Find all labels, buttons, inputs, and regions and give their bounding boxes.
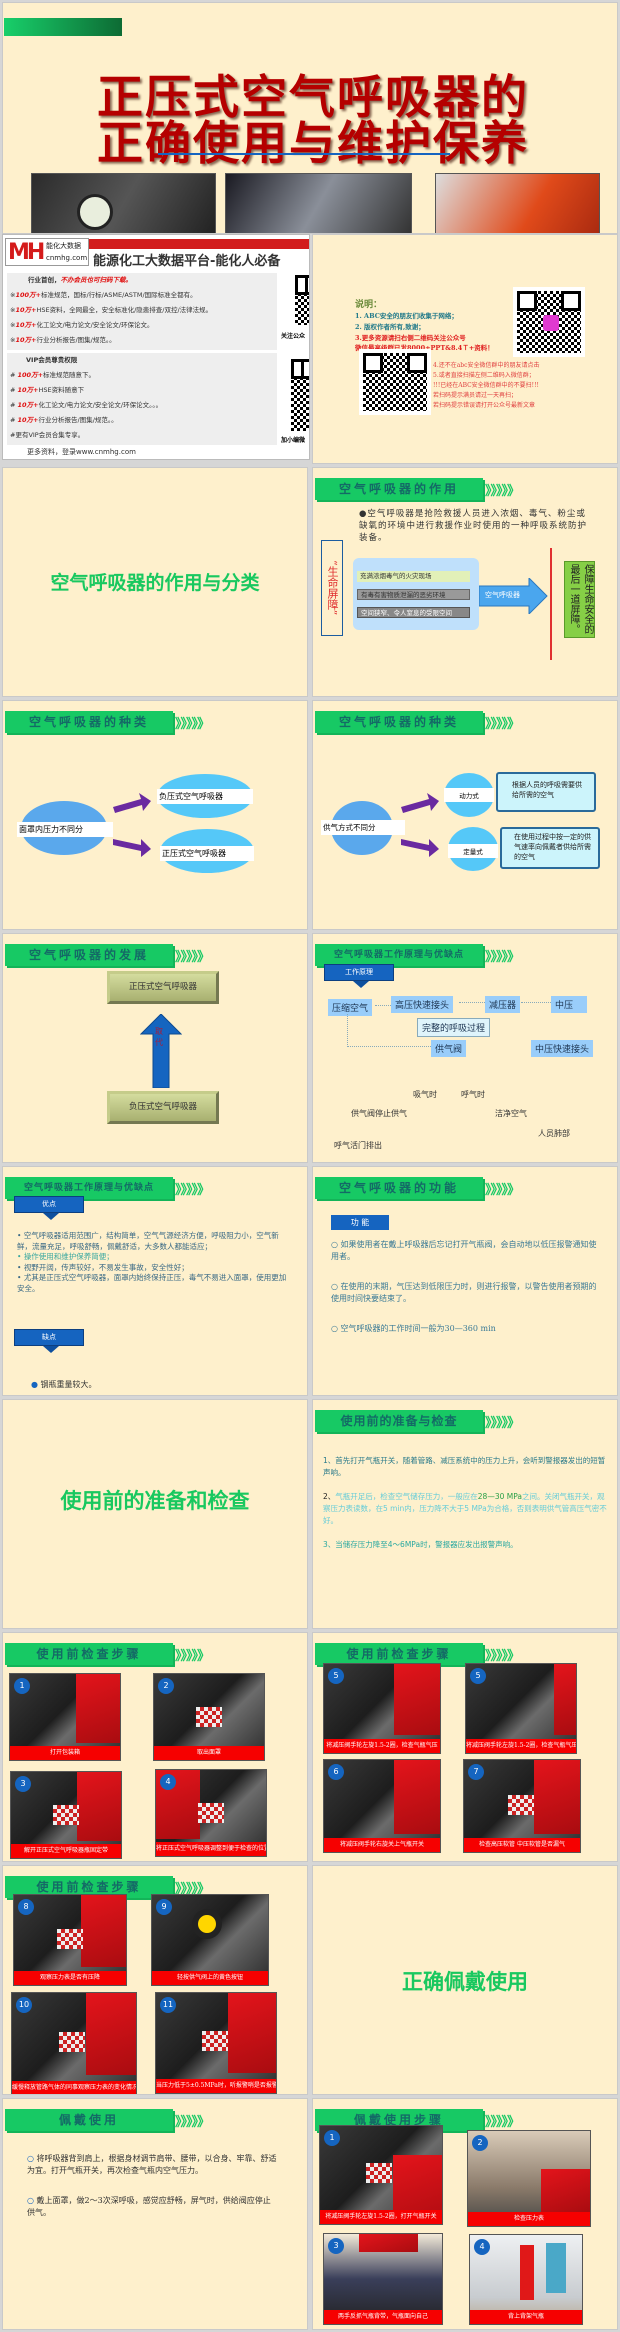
wearing-slide: 佩戴使用 》》》》》 ○ 将呼吸器背到肩上，根据身材调节肩带、腰带，以合身、牢靠… xyxy=(2,2098,308,2330)
notice-slide: 说明： 1. ABC安全的朋友们收集于网络； 2. 版权作者所有,致谢； 3.更… xyxy=(312,234,618,464)
preparation-check-slide: 使用前的准备与检查 》》》》》 1、首先打开气瓶开关，随着管路、减压系统中的压力… xyxy=(312,1399,618,1629)
function-slide: 空气呼吸器的功能 》》》》》 功 能 ○ 如果使用者在戴上呼吸器后忘记打开气瓶阀… xyxy=(312,1166,618,1396)
wechat-group-qr xyxy=(359,349,431,415)
ad-panel: MH 能化大数据 cnmhg.com 能源化工大数据平台-能化人必备 行业首创，… xyxy=(2,234,310,460)
types-by-pressure-slide: 空气呼吸器的种类 》》》》》 面罩内压力不同分 负压式空气呼吸器 正压式空气呼吸… xyxy=(2,700,308,930)
section-slide-wearing: 正确佩戴使用 xyxy=(312,1865,618,2095)
ad-banner: 能源化工大数据平台-能化人必备 xyxy=(93,254,281,269)
green-accent-bar xyxy=(4,18,122,36)
app-logo-icon xyxy=(543,315,559,331)
life-barrier-label: “生命屏障” xyxy=(321,540,343,636)
ad-section-2: VIP会员尊贵权限 # 100万+标准规范随意下。 # 10万+HSE资料随意下… xyxy=(7,353,277,445)
title-photo-gauge xyxy=(31,173,216,233)
arrow-right-icon xyxy=(479,578,548,614)
ad-logo: MH 能化大数据 cnmhg.com xyxy=(5,238,89,266)
development-slide: 空气呼吸器的发展 》》》》》 正压式空气呼吸器 取代 负压式空气呼吸器 xyxy=(2,933,308,1163)
ad-qr-code-2 xyxy=(291,359,309,431)
title-photo-valve xyxy=(225,173,412,233)
ad-red-bar xyxy=(89,239,309,249)
title-photo-cylinder xyxy=(435,173,600,233)
last-barrier-box: 保障生命安全的最后一道屏障。 xyxy=(564,561,595,638)
arrow-up-right-icon xyxy=(401,793,439,813)
principle-slide: 空气呼吸器工作原理与优缺点 》》》》》 工作原理 压缩空气 高压快速接头 减压器… xyxy=(312,933,618,1163)
types-by-supply-slide: 空气呼吸器的种类 》》》》》 供气方式不同分 动力式 定量式 根据人员的呼吸需要… xyxy=(312,700,618,930)
ad-section-1: 行业首创，不办会员也可扫码下载。 ※100万+标准规范，国标/行标/ASME/A… xyxy=(7,273,277,350)
role-slide: 空气呼吸器的作用 》》》》》 ●空气呼吸器是抢险救援人员进入浓烟、毒气、粉尘或缺… xyxy=(312,467,618,697)
section-slide-role-and-types: 空气呼吸器的作用与分类 xyxy=(2,467,308,697)
arrow-up-right-icon xyxy=(113,793,151,813)
scroll-note-2: 在使用过程中按一定的供气速率向佩戴者供给所需的空气 xyxy=(500,827,600,869)
ad-more-link[interactable]: 更多资料，登录www.cnmhg.com xyxy=(27,448,136,456)
title-line-1: 正压式空气呼吸器的 xyxy=(97,70,529,124)
title-underline xyxy=(158,153,450,155)
official-account-qr xyxy=(513,287,585,357)
section-slide-preparation: 使用前的准备和检查 xyxy=(2,1399,308,1629)
title-line-2: 正确使用与维护保养 xyxy=(97,116,529,170)
barrier-line xyxy=(550,548,552,660)
arrow-up-icon xyxy=(140,1014,182,1088)
scroll-note-1: 根据人员的呼吸需要供给所需的空气 xyxy=(496,772,596,812)
arrow-down-right-icon xyxy=(113,839,151,857)
ad-qr-code-1 xyxy=(295,275,309,325)
title-slide: 正压式空气呼吸器的 正确使用与维护保养 xyxy=(2,2,618,234)
arrow-down-right-icon xyxy=(401,839,439,857)
pros-cons-slide: 空气呼吸器工作原理与优缺点 》》》》》 优点 • 空气呼吸器适用范围广，结构简单… xyxy=(2,1166,308,1396)
